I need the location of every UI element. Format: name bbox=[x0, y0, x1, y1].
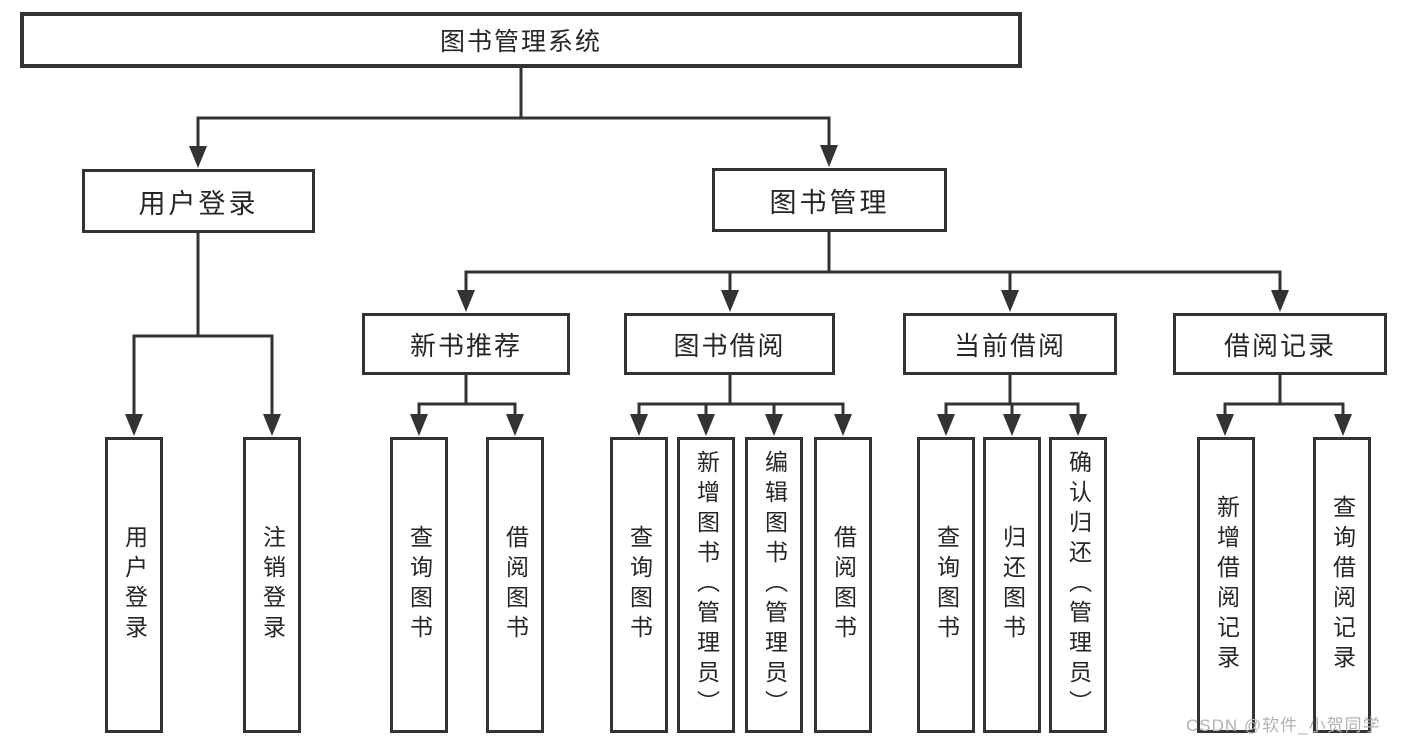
node-borrowing-records: 借阅记录 bbox=[1173, 313, 1387, 375]
leaf-borrow-books: 借阅图书 bbox=[814, 437, 872, 733]
leaf-logout: 注销登录 bbox=[243, 437, 301, 733]
node-book-management: 图书管理 bbox=[712, 168, 947, 232]
leaf-confirm-return-admin: 确认归还（管理员） bbox=[1049, 437, 1107, 733]
node-current-borrowing: 当前借阅 bbox=[903, 313, 1117, 375]
watermark: CSDN @软件_小贺同学 bbox=[1186, 716, 1381, 735]
leaf-edit-books-admin: 编辑图书（管理员） bbox=[745, 437, 803, 733]
leaf-add-books-admin: 新增图书（管理员） bbox=[677, 437, 735, 733]
node-book-borrowing: 图书借阅 bbox=[624, 313, 835, 375]
leaf-return-books: 归还图书 bbox=[983, 437, 1041, 733]
leaf-user-login: 用户登录 bbox=[105, 437, 163, 733]
leaf-query-borrow-record: 查询借阅记录 bbox=[1313, 437, 1371, 733]
leaf-borrow-books-recommend: 借阅图书 bbox=[486, 437, 544, 733]
leaf-query-books-recommend: 查询图书 bbox=[390, 437, 448, 733]
node-user-login: 用户登录 bbox=[82, 169, 315, 233]
leaf-query-books-current: 查询图书 bbox=[917, 437, 975, 733]
leaf-add-borrow-record: 新增借阅记录 bbox=[1197, 437, 1255, 733]
node-new-book-recommendation: 新书推荐 bbox=[362, 313, 570, 375]
leaf-query-books-borrow: 查询图书 bbox=[610, 437, 668, 733]
node-library-management-system: 图书管理系统 bbox=[20, 12, 1022, 68]
